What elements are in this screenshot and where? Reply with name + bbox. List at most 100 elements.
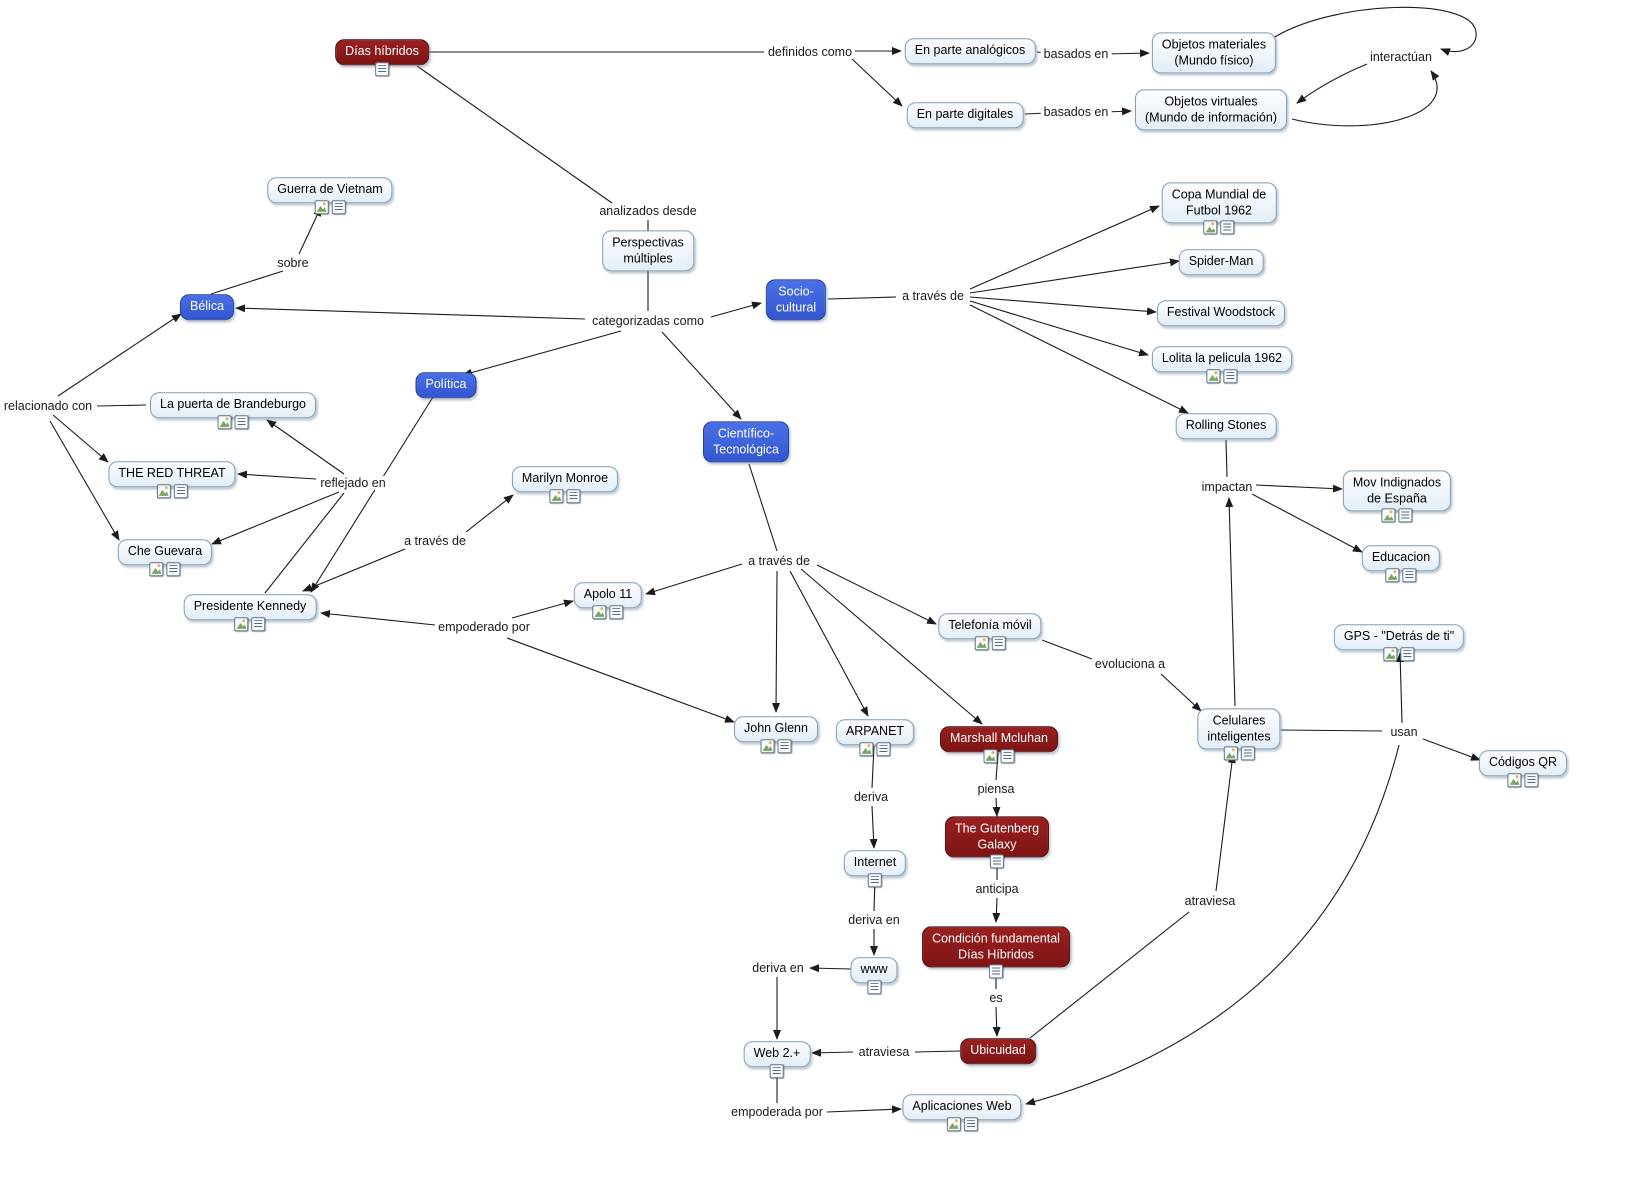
concept-node-label[interactable]: En parte digitales bbox=[906, 102, 1024, 128]
document-resource-icon[interactable] bbox=[1398, 508, 1413, 523]
concept-node-label[interactable]: En parte analógicos bbox=[904, 38, 1036, 64]
concept-node-red-threat[interactable]: THE RED THREAT bbox=[108, 461, 236, 498]
image-resource-icon[interactable] bbox=[859, 741, 874, 756]
document-resource-icon[interactable] bbox=[991, 635, 1006, 650]
linking-phrase-a-traves-de-marilyn[interactable]: a través de bbox=[401, 534, 469, 548]
image-resource-icon[interactable] bbox=[1381, 508, 1396, 523]
linking-phrase-reflejado-en[interactable]: reflejado en bbox=[317, 476, 389, 490]
linking-phrase-usan[interactable]: usan bbox=[1387, 725, 1421, 739]
concept-node-ubicuidad[interactable]: Ubicuidad bbox=[960, 1038, 1036, 1064]
document-resource-icon[interactable] bbox=[1220, 220, 1235, 235]
image-resource-icon[interactable] bbox=[314, 199, 329, 214]
concept-node-gps-detras-de-ti[interactable]: GPS - "Detrás de ti" bbox=[1333, 624, 1465, 661]
concept-node-label[interactable]: Spider-Man bbox=[1178, 249, 1264, 275]
document-resource-icon[interactable] bbox=[1223, 368, 1238, 383]
document-resource-icon[interactable] bbox=[1524, 772, 1539, 787]
concept-node-internet[interactable]: Internet bbox=[843, 850, 907, 887]
concept-node-en-parte-digitales[interactable]: En parte digitales bbox=[906, 102, 1024, 128]
concept-node-label[interactable]: Objetos virtuales (Mundo de información) bbox=[1134, 89, 1288, 131]
document-resource-icon[interactable] bbox=[1400, 646, 1415, 661]
document-resource-icon[interactable] bbox=[989, 964, 1003, 979]
image-resource-icon[interactable] bbox=[149, 561, 164, 576]
linking-phrase-deriva-en-1[interactable]: deriva en bbox=[845, 913, 903, 927]
concept-node-apolo-11[interactable]: Apolo 11 bbox=[573, 582, 643, 619]
document-resource-icon[interactable] bbox=[876, 741, 891, 756]
concept-node-puerta-brandeburgo[interactable]: La puerta de Brandeburgo bbox=[150, 392, 316, 429]
image-resource-icon[interactable] bbox=[1383, 646, 1398, 661]
linking-phrase-a-traves-de-cientifico[interactable]: a través de bbox=[745, 554, 813, 568]
concept-node-label[interactable]: Rolling Stones bbox=[1175, 413, 1277, 439]
concept-node-politica[interactable]: Política bbox=[415, 372, 477, 398]
concept-node-guerra-de-vietnam[interactable]: Guerra de Vietnam bbox=[267, 177, 393, 214]
concept-node-label[interactable]: Códigos QR bbox=[1478, 750, 1568, 776]
concept-node-john-glenn[interactable]: John Glenn bbox=[734, 716, 818, 753]
concept-node-label[interactable]: Socio- cultural bbox=[765, 279, 827, 321]
concept-node-www[interactable]: www bbox=[850, 957, 898, 994]
concept-node-socio-cultural[interactable]: Socio- cultural bbox=[765, 279, 827, 321]
concept-node-label[interactable]: Marilyn Monroe bbox=[511, 466, 619, 492]
document-resource-icon[interactable] bbox=[963, 1116, 978, 1131]
image-resource-icon[interactable] bbox=[760, 738, 775, 753]
concept-node-label[interactable]: Educacion bbox=[1361, 545, 1441, 571]
document-resource-icon[interactable] bbox=[770, 1063, 784, 1078]
concept-node-label[interactable]: Aplicaciones Web bbox=[902, 1094, 1022, 1120]
concept-node-label[interactable]: Política bbox=[415, 372, 477, 398]
linking-phrase-atraviesa-celulares[interactable]: atraviesa bbox=[1181, 894, 1239, 908]
concept-node-label[interactable]: Ubicuidad bbox=[960, 1038, 1036, 1064]
concept-node-label[interactable]: Perspectivas múltiples bbox=[602, 230, 694, 272]
linking-phrase-definidos-como[interactable]: definidos como bbox=[764, 45, 856, 59]
concept-node-rolling-stones[interactable]: Rolling Stones bbox=[1175, 413, 1277, 439]
concept-node-label[interactable]: THE RED THREAT bbox=[108, 461, 236, 487]
linking-phrase-impactan[interactable]: impactan bbox=[1198, 480, 1256, 494]
concept-node-label[interactable]: Internet bbox=[843, 850, 907, 876]
linking-phrase-sobre[interactable]: sobre bbox=[274, 256, 312, 270]
concept-node-celulares-inteligentes[interactable]: Celulares inteligentes bbox=[1197, 708, 1281, 761]
linking-phrase-a-traves-de-socio[interactable]: a través de bbox=[899, 289, 967, 303]
concept-node-arpanet[interactable]: ARPANET bbox=[835, 719, 915, 756]
image-resource-icon[interactable] bbox=[1206, 368, 1221, 383]
concept-node-telefonia-movil[interactable]: Telefonía móvil bbox=[938, 613, 1042, 650]
document-resource-icon[interactable] bbox=[990, 854, 1004, 869]
document-resource-icon[interactable] bbox=[609, 604, 624, 619]
document-resource-icon[interactable] bbox=[1402, 567, 1417, 582]
document-resource-icon[interactable] bbox=[566, 488, 581, 503]
document-resource-icon[interactable] bbox=[251, 616, 266, 631]
image-resource-icon[interactable] bbox=[1223, 746, 1238, 761]
document-resource-icon[interactable] bbox=[867, 979, 881, 994]
concept-node-belica[interactable]: Bélica bbox=[179, 294, 235, 320]
concept-node-label[interactable]: GPS - "Detrás de ti" bbox=[1333, 624, 1465, 650]
image-resource-icon[interactable] bbox=[156, 483, 171, 498]
concept-node-spider-man[interactable]: Spider-Man bbox=[1178, 249, 1264, 275]
concept-node-label[interactable]: Científico- Tecnológica bbox=[702, 421, 790, 463]
linking-phrase-basados-en-1[interactable]: basados en bbox=[1040, 47, 1112, 61]
document-resource-icon[interactable] bbox=[375, 61, 389, 76]
concept-node-marilyn-monroe[interactable]: Marilyn Monroe bbox=[511, 466, 619, 503]
concept-node-label[interactable]: Mov Indignados de España bbox=[1342, 470, 1452, 512]
document-resource-icon[interactable] bbox=[777, 738, 792, 753]
concept-node-label[interactable]: Días híbridos bbox=[335, 39, 429, 65]
concept-node-label[interactable]: Festival Woodstock bbox=[1156, 300, 1286, 326]
concept-node-copa-mundial[interactable]: Copa Mundial de Futbol 1962 bbox=[1161, 182, 1277, 235]
linking-phrase-anticipa[interactable]: anticipa bbox=[972, 882, 1022, 896]
linking-phrase-relacionado-con[interactable]: relacionado con bbox=[0, 399, 96, 413]
linking-phrase-atraviesa-web[interactable]: atraviesa bbox=[855, 1045, 913, 1059]
concept-node-marshall-mcluhan[interactable]: Marshall Mcluhan bbox=[940, 726, 1058, 763]
concept-node-label[interactable]: Celulares inteligentes bbox=[1197, 708, 1281, 750]
concept-node-gutenberg-galaxy[interactable]: The Gutenberg Galaxy bbox=[944, 816, 1050, 869]
linking-phrase-evoluciona-a[interactable]: evoluciona a bbox=[1091, 657, 1169, 671]
concept-node-label[interactable]: Guerra de Vietnam bbox=[267, 177, 393, 203]
concept-node-festival-woodstock[interactable]: Festival Woodstock bbox=[1156, 300, 1286, 326]
concept-node-label[interactable]: Presidente Kennedy bbox=[183, 594, 317, 620]
linking-phrase-deriva-en-2[interactable]: deriva en bbox=[749, 961, 807, 975]
concept-node-label[interactable]: ARPANET bbox=[835, 719, 915, 745]
concept-node-label[interactable]: Che Guevara bbox=[117, 539, 213, 565]
concept-node-label[interactable]: Apolo 11 bbox=[573, 582, 643, 608]
concept-node-cientifico-tecnologica[interactable]: Científico- Tecnológica bbox=[702, 421, 790, 463]
image-resource-icon[interactable] bbox=[549, 488, 564, 503]
concept-node-codigos-qr[interactable]: Códigos QR bbox=[1478, 750, 1568, 787]
image-resource-icon[interactable] bbox=[1203, 220, 1218, 235]
linking-phrase-empoderada-por[interactable]: empoderada por bbox=[728, 1105, 826, 1119]
concept-node-label[interactable]: La puerta de Brandeburgo bbox=[150, 392, 316, 418]
linking-phrase-categorizadas-como[interactable]: categorizadas como bbox=[589, 314, 707, 328]
concept-node-label[interactable]: Bélica bbox=[179, 294, 235, 320]
